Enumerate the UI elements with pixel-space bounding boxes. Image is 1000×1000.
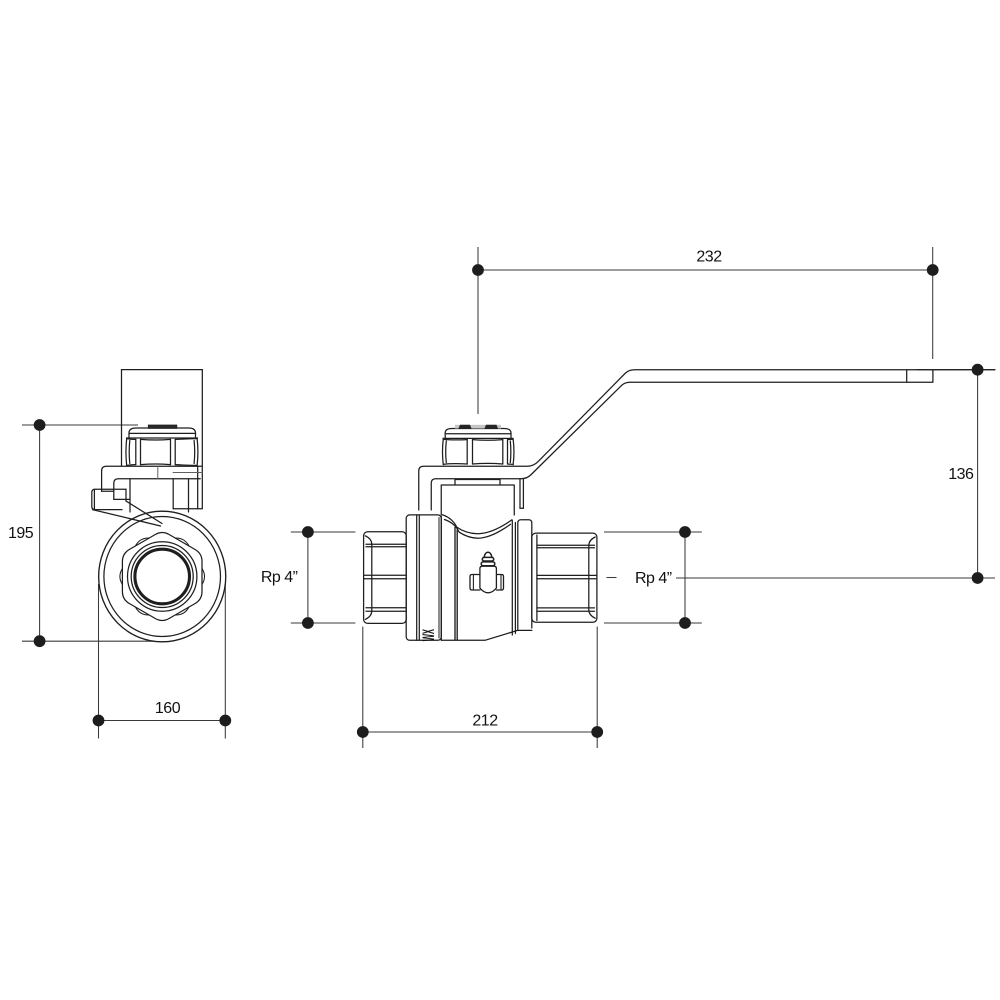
svg-text:212: 212 <box>472 713 498 730</box>
svg-text:232: 232 <box>696 249 722 266</box>
svg-text:136: 136 <box>948 466 974 483</box>
svg-text:WX: WX <box>418 629 437 641</box>
svg-text:Rp 4”: Rp 4” <box>635 570 672 587</box>
svg-text:Rp 4”: Rp 4” <box>261 569 298 586</box>
svg-text:160: 160 <box>155 700 181 717</box>
svg-text:195: 195 <box>8 525 34 542</box>
